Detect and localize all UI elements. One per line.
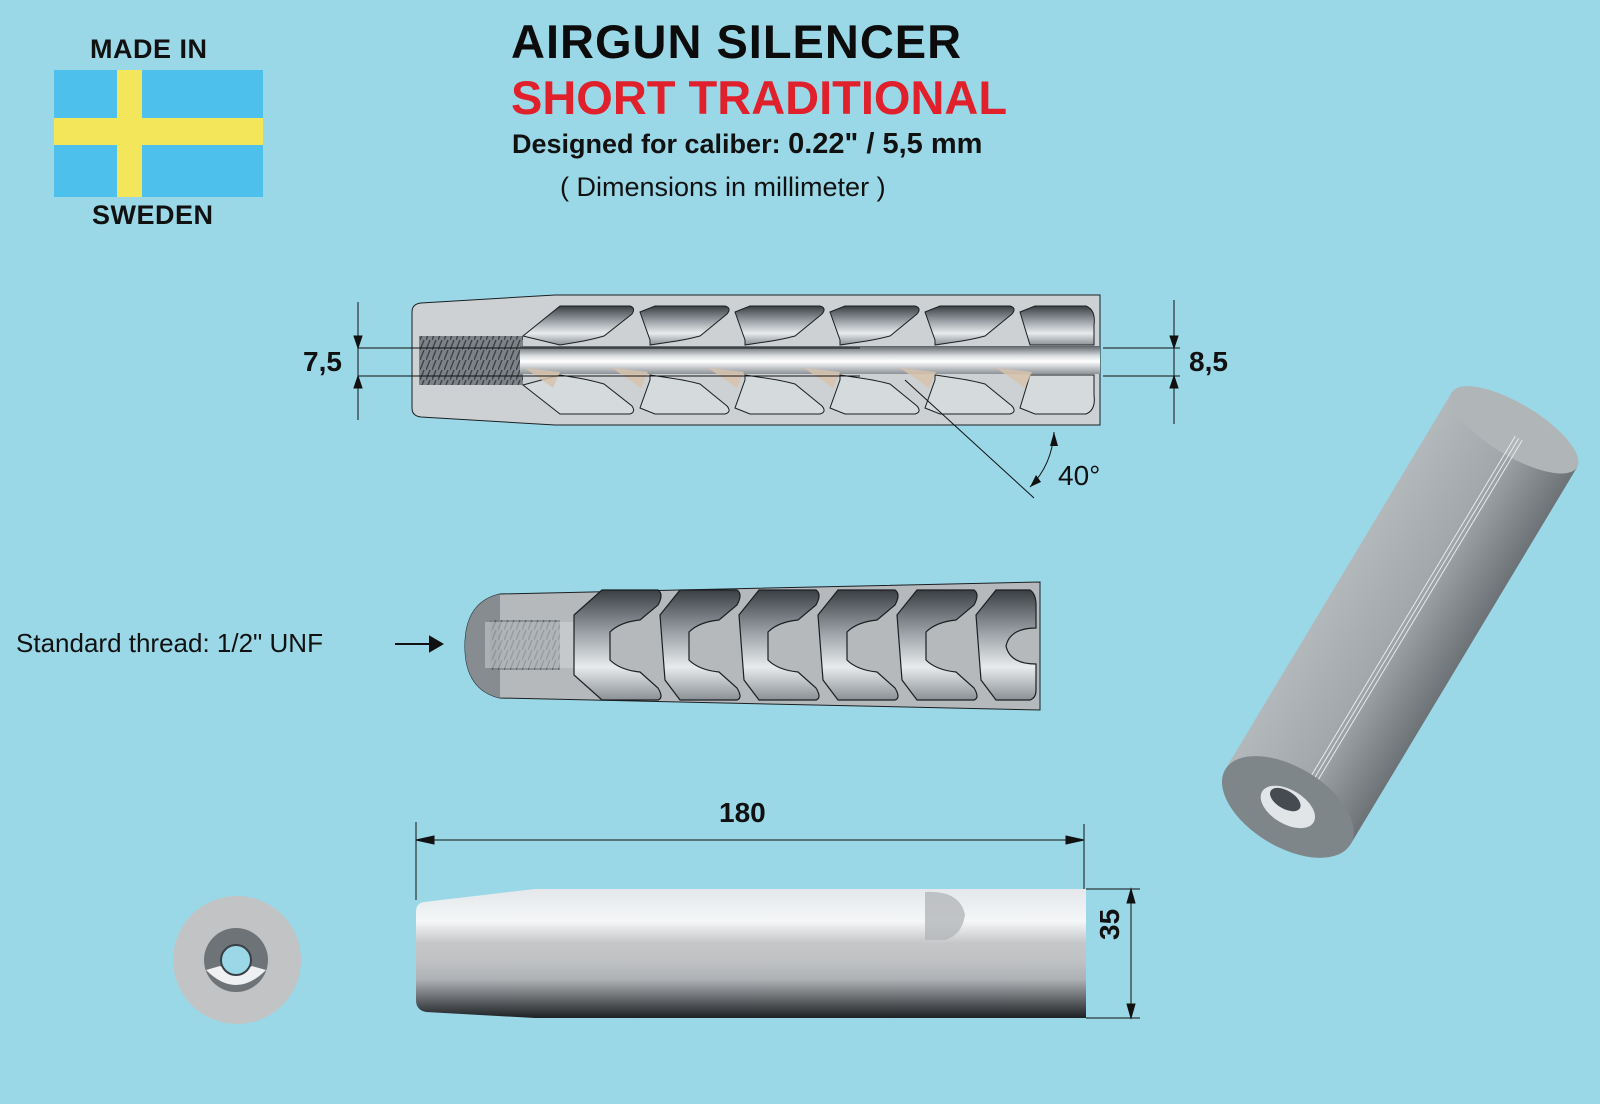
sweden-flag-icon <box>54 70 263 197</box>
right-arrow-icon <box>395 632 443 656</box>
iso-view <box>1221 386 1579 858</box>
sweden-label: SWEDEN <box>92 200 214 230</box>
caliber-line: Designed for caliber: 0.22" / 5,5 mm <box>512 128 982 161</box>
caliber-label: Designed for caliber: <box>512 129 781 159</box>
page-subtitle: SHORT TRADITIONAL <box>511 71 1008 124</box>
isometric-view <box>1225 420 1555 840</box>
page-title: AIRGUN SILENCER <box>511 15 963 68</box>
length-dimension: 180 <box>719 797 766 828</box>
end-view <box>173 896 301 1024</box>
made-in-label: MADE IN <box>90 34 208 64</box>
inlet-bore-dimension: 7,5 <box>303 346 342 377</box>
outlet-bore-dimension: 8,5 <box>1189 346 1228 377</box>
units-note: ( Dimensions in millimeter ) <box>560 172 886 202</box>
diameter-dimension: 35 <box>1094 908 1125 940</box>
caliber-value: 0.22" / 5,5 mm <box>788 128 983 160</box>
thread-label: Standard thread: 1/2" UNF <box>16 628 323 658</box>
baffle-angle-dimension: 40° <box>1058 460 1101 491</box>
